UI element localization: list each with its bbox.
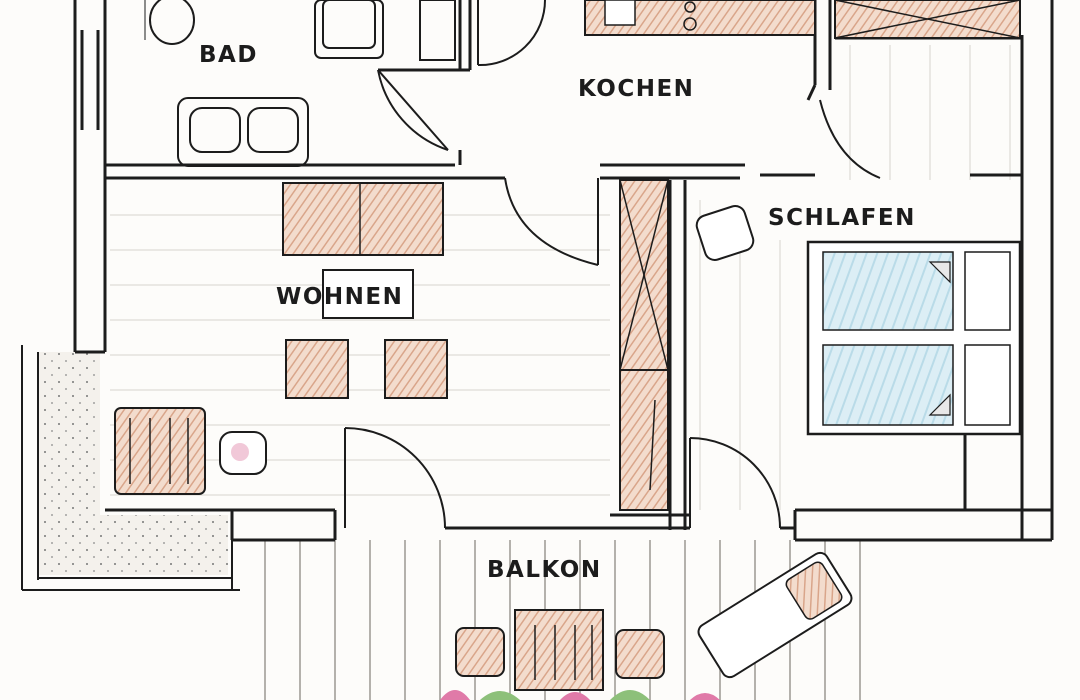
balcony-furniture [455,551,853,691]
doors [344,0,881,529]
bathroom-fixtures [144,0,456,167]
room-label-bad: BAD [199,42,258,68]
room-label-balkon: BALKON [487,557,602,583]
room-label-kochen: KOCHEN [578,76,695,102]
bedroom-furniture [695,205,1022,436]
kitchen-counter [584,0,1021,39]
wardrobe [619,179,669,511]
balcony-plants [440,690,720,700]
terrace-edge [21,345,240,591]
room-label-wohnen: WOHNEN [276,284,404,310]
terrace-paving-lower [38,515,228,575]
room-label-schlafen: SCHLAFEN [768,205,916,231]
living-furniture [114,182,448,495]
